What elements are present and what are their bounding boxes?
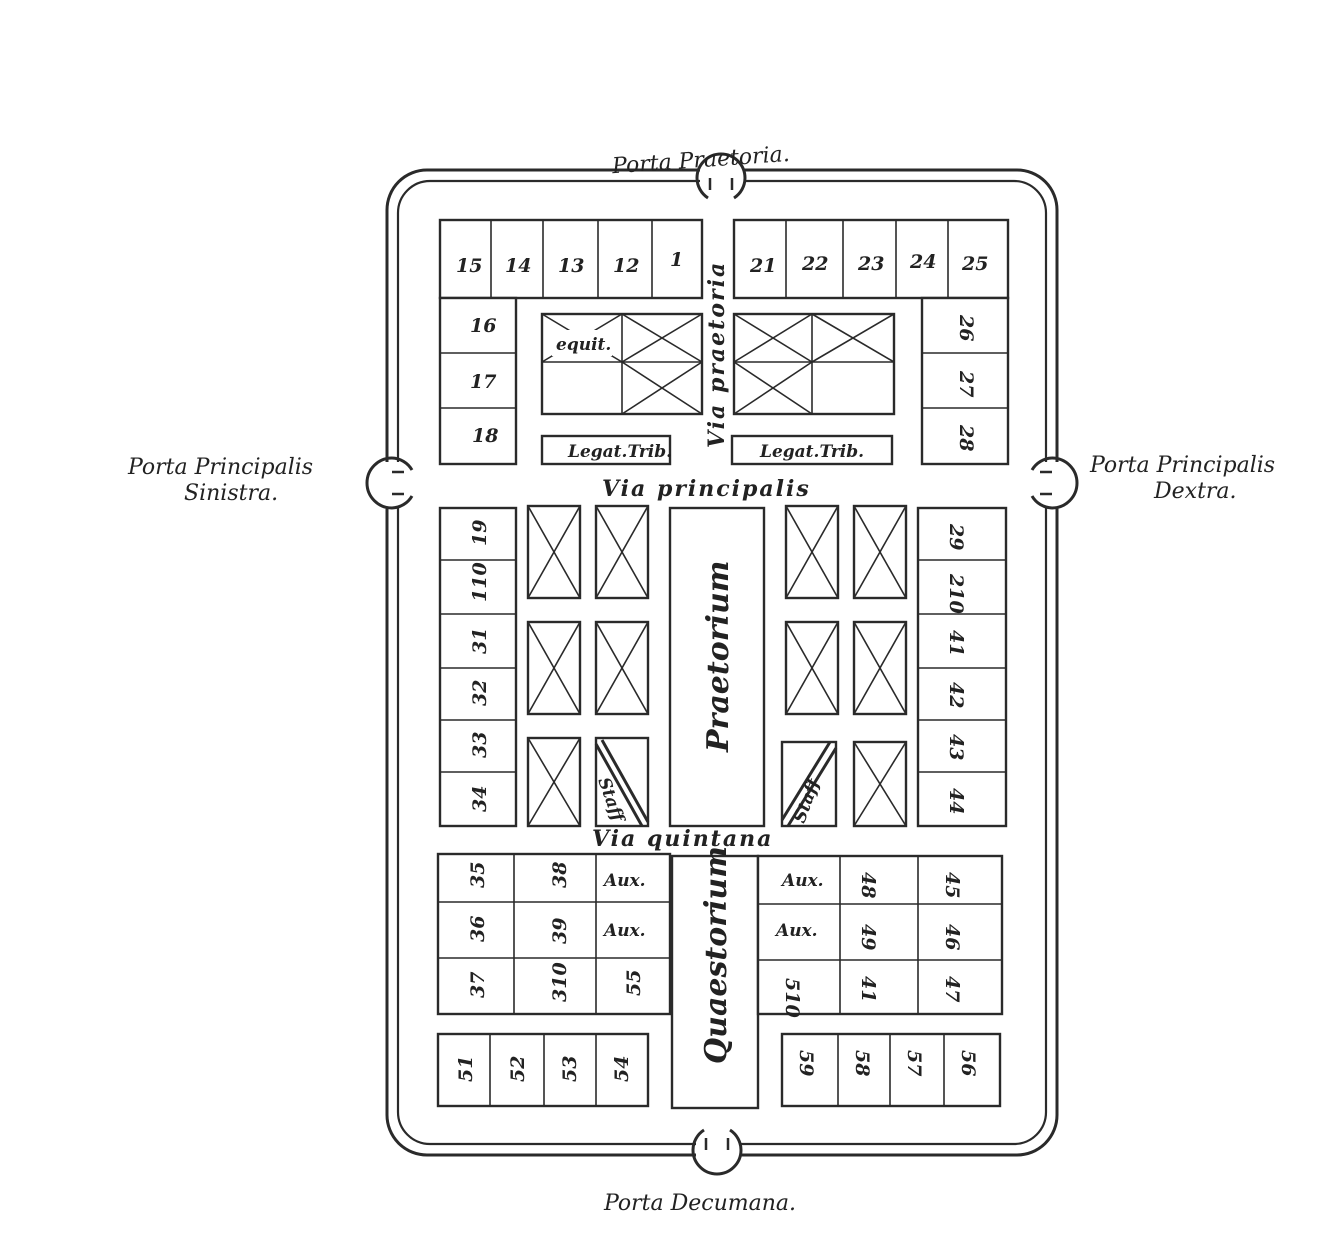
left-upper-column: 16 17 18 xyxy=(438,296,518,466)
lower-right-block: Aux. Aux. 510 48 49 41 45 46 47 xyxy=(756,854,1004,1018)
cell-1: 1 xyxy=(670,249,683,271)
gate-principalis-dextra xyxy=(1030,456,1079,510)
cell-17: 17 xyxy=(470,371,496,393)
cell-41: 41 xyxy=(945,630,967,656)
cell-45: 45 xyxy=(941,872,963,898)
cohort-blocks-left: Staff xyxy=(526,504,650,828)
cell-34: 34 xyxy=(469,786,491,812)
gate-decumana xyxy=(691,1128,743,1176)
cell-53: 53 xyxy=(559,1056,581,1082)
cell-14: 14 xyxy=(505,255,531,277)
cell-39: 39 xyxy=(549,918,571,944)
cell-41-lower: 41 xyxy=(857,976,879,1002)
via-principalis-label: Via principalis xyxy=(602,476,811,502)
cell-31: 31 xyxy=(469,628,491,654)
bottom-right-row: 59 58 57 56 xyxy=(780,1032,1002,1108)
cell-23: 23 xyxy=(857,253,884,275)
cell-29: 29 xyxy=(945,523,967,550)
right-upper-column: 26 27 28 xyxy=(920,296,1010,466)
quaestorium-box xyxy=(670,854,760,1110)
cell-19: 19 xyxy=(469,520,491,546)
gate-praetoria xyxy=(695,152,747,200)
cell-310: 310 xyxy=(549,962,571,1002)
cell-210: 210 xyxy=(945,573,967,614)
cell-49: 49 xyxy=(857,924,879,950)
gate-principalis-sinistra xyxy=(365,456,414,510)
cell-48: 48 xyxy=(857,872,879,898)
cell-36: 36 xyxy=(467,916,489,942)
cell-56: 56 xyxy=(957,1050,979,1076)
right-middle-column: 29 210 41 42 43 44 xyxy=(916,506,1008,828)
cell-44: 44 xyxy=(945,788,967,814)
cell-59: 59 xyxy=(795,1050,817,1076)
equit-label: equit. xyxy=(556,335,611,355)
legat-trib-left-label: Legat.Trib. xyxy=(567,442,672,462)
cell-42: 42 xyxy=(945,682,967,708)
cell-47: 47 xyxy=(941,976,963,1002)
cell-57: 57 xyxy=(903,1050,925,1076)
cell-27: 27 xyxy=(955,370,977,397)
cell-24: 24 xyxy=(909,251,936,273)
via-praetoria-label: Via praetoria xyxy=(704,261,730,448)
cell-33: 33 xyxy=(469,732,491,758)
aux-label-1: Aux. xyxy=(602,871,646,891)
cell-51: 51 xyxy=(455,1056,477,1082)
equites-block-left: equit. xyxy=(540,312,704,416)
cell-55: 55 xyxy=(623,970,645,996)
cell-43: 43 xyxy=(945,734,967,760)
cell-110: 110 xyxy=(469,562,491,602)
cell-37: 37 xyxy=(467,972,489,998)
cell-54: 54 xyxy=(611,1056,633,1082)
praetorium-box xyxy=(668,506,766,828)
cell-15: 15 xyxy=(456,255,482,277)
quaestorium-label: Quaestorium xyxy=(699,846,734,1064)
cell-28: 28 xyxy=(955,424,977,451)
cell-16: 16 xyxy=(470,315,496,337)
gate-right-label-1: Porta Principalis xyxy=(1089,453,1275,478)
legat-trib-left-box xyxy=(540,434,672,466)
cell-13: 13 xyxy=(558,255,584,277)
gate-left-label-2: Sinistra. xyxy=(184,481,278,506)
cell-18: 18 xyxy=(472,425,498,447)
equites-block-right xyxy=(732,312,896,416)
aux-label-2: Aux. xyxy=(602,921,646,941)
gate-bottom-label: Porta Decumana. xyxy=(603,1191,796,1216)
aux-label-4: Aux. xyxy=(774,921,818,941)
gate-left-label-1: Porta Principalis xyxy=(127,455,313,480)
cell-25: 25 xyxy=(961,253,988,275)
cell-58: 58 xyxy=(851,1050,873,1076)
cell-46: 46 xyxy=(941,924,963,950)
via-quintana-label: Via quintana xyxy=(592,826,773,852)
cell-21: 21 xyxy=(749,255,776,277)
top-right-row: 21 22 23 24 25 xyxy=(732,218,1010,300)
top-left-row: 15 14 13 12 1 xyxy=(438,218,704,300)
aux-label-3: Aux. xyxy=(780,871,824,891)
legat-trib-right-label: Legat.Trib. xyxy=(759,442,864,462)
praetorium-label: Praetorium xyxy=(701,560,736,753)
left-middle-column: 19 110 31 32 33 34 xyxy=(438,506,518,828)
cell-510: 510 xyxy=(781,978,803,1018)
cell-32: 32 xyxy=(469,680,491,706)
cell-12: 12 xyxy=(613,255,639,277)
legat-trib-right-box xyxy=(730,434,894,466)
lower-left-block: 35 36 37 38 39 310 Aux. Aux. 55 xyxy=(436,852,672,1016)
cell-35: 35 xyxy=(467,862,489,888)
cell-52: 52 xyxy=(507,1056,529,1082)
cohort-blocks-right: Staff xyxy=(780,504,908,828)
cell-38: 38 xyxy=(549,862,571,888)
cell-22: 22 xyxy=(801,253,828,275)
bottom-left-row: 51 52 53 54 xyxy=(436,1032,650,1108)
gate-right-label-2: Dextra. xyxy=(1153,479,1237,504)
cell-26: 26 xyxy=(955,314,977,341)
